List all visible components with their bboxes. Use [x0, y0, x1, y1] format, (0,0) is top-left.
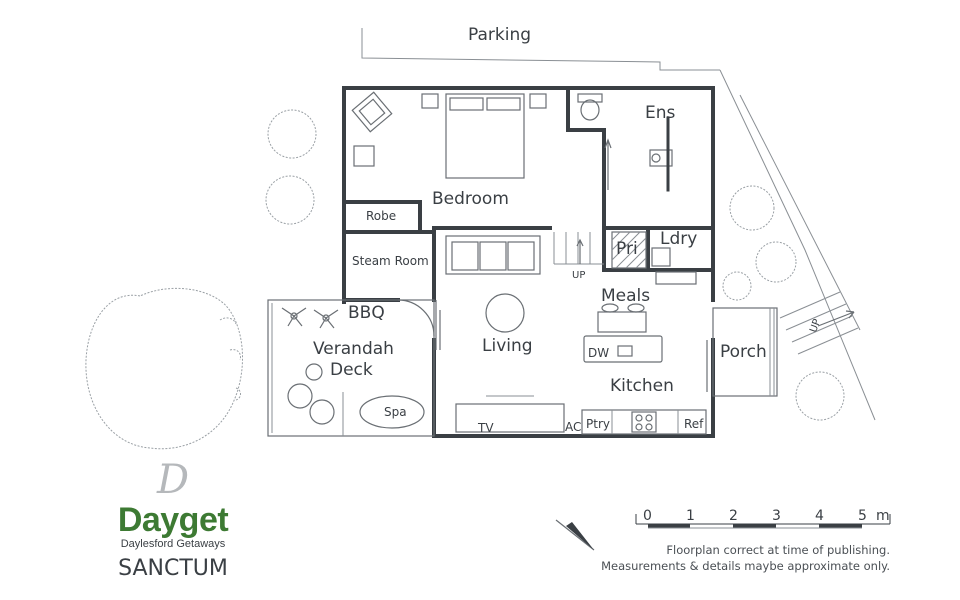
- tv-label: TV: [477, 421, 494, 435]
- pantry-label: Ptry: [586, 417, 610, 431]
- ensuite-label: Ens: [645, 103, 676, 123]
- verandah-deck: [267, 299, 441, 437]
- stove-icon: [631, 411, 657, 433]
- scale-tick-label: 0: [643, 508, 652, 524]
- bed-icon: [421, 93, 547, 179]
- sink: [617, 345, 633, 357]
- kitchen-label: Kitchen: [610, 376, 674, 396]
- spa-label: Spa: [384, 405, 407, 419]
- brand-logo: D Dayget Daylesford Getaways SANCTUM: [108, 458, 238, 584]
- porch-label: Porch: [720, 342, 767, 362]
- dishwasher-label: DW: [588, 346, 609, 360]
- living-label: Living: [482, 336, 533, 356]
- basin-icon: [649, 116, 673, 192]
- stairs-up-label: UP: [572, 270, 585, 281]
- scale-bar: 0 1 2 3 4 5 m: [635, 508, 891, 529]
- scale-unit-label: m: [876, 508, 890, 524]
- porch-deck: [706, 307, 778, 397]
- coffee-table: [485, 293, 525, 333]
- pri-label: Pri: [616, 239, 638, 259]
- steam-room-label: Steam Room: [352, 254, 429, 268]
- brand-monogram: D: [156, 457, 190, 503]
- scale-tick-label: 1: [686, 508, 695, 524]
- bedroom-label: Bedroom: [432, 189, 509, 209]
- fridge-label: Ref: [684, 417, 704, 431]
- ac-label: AC: [565, 420, 581, 434]
- ensuite-door-arrow: [604, 138, 612, 190]
- scale-tick-label: 5: [858, 508, 867, 524]
- deck-label: Deck: [330, 360, 373, 380]
- robe-label: Robe: [366, 209, 396, 223]
- site-boundary: [361, 28, 876, 421]
- brand-tagline: Daylesford Getaways: [120, 538, 226, 550]
- toilet-icon: [577, 93, 603, 121]
- scale-tick-label: 4: [815, 508, 824, 524]
- door-swing: [397, 299, 435, 337]
- spa-tub: [359, 395, 425, 429]
- ceiling-fan-icon: [281, 307, 307, 327]
- laundry-label: Ldry: [660, 229, 697, 249]
- laundry-bench: [655, 271, 697, 285]
- fixture-labels: TV AC Ptry Ref DW UP UP: [477, 270, 823, 435]
- verandah-label: Verandah: [313, 339, 394, 359]
- meals-label: Meals: [601, 286, 650, 306]
- porch-stairs-up-label: UP: [808, 318, 823, 334]
- pri-hatch: [611, 231, 647, 269]
- shrub-icon: [265, 109, 845, 421]
- porch-stairs: [779, 291, 859, 355]
- tv-unit: [455, 395, 565, 433]
- armchair-icon: [351, 91, 393, 167]
- disclaimer-line: Measurements & details maybe approximate…: [601, 559, 890, 573]
- scale-tick-label: 3: [772, 508, 781, 524]
- brand-name: Dayget: [117, 501, 229, 539]
- laundry-tub: [651, 247, 671, 267]
- room-labels: Parking Bedroom Ens Robe Steam Room Pri …: [313, 25, 767, 419]
- disclaimer: Floorplan correct at time of publishing.…: [601, 542, 890, 574]
- kitchen-island: [583, 335, 663, 363]
- north-arrow-icon: [555, 519, 595, 551]
- tree-icon: [85, 287, 244, 450]
- disclaimer-line: Floorplan correct at time of publishing.: [666, 543, 890, 557]
- bbq-label: BBQ: [348, 303, 385, 323]
- internal-stairs: [553, 232, 604, 265]
- property-name: SANCTUM: [118, 556, 228, 581]
- sofa-icon: [445, 235, 541, 275]
- ceiling-fan-icon: [313, 309, 339, 329]
- parking-label: Parking: [468, 25, 531, 45]
- scale-tick-label: 2: [729, 508, 738, 524]
- kitchen-bench: [581, 409, 707, 435]
- meals-table: [597, 303, 647, 333]
